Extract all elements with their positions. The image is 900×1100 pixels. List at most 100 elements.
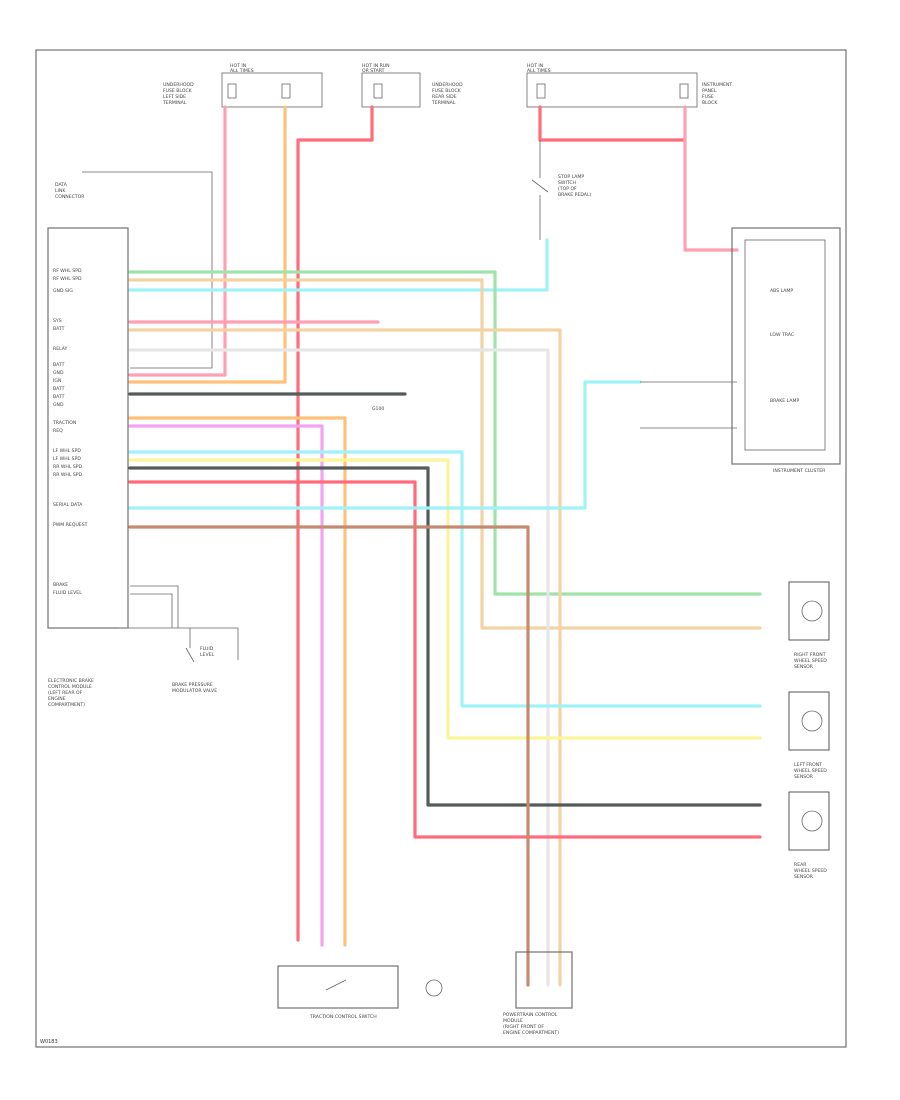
wire-rf-sig-a	[128, 270, 762, 596]
fuse-box-mid: HOT IN RUN OR START UNDERHOOD FUSE BLOCK…	[361, 63, 463, 108]
ebcm-pin-6: RELAY	[53, 346, 68, 352]
fuse-right-label-2: PANEL	[702, 88, 717, 94]
fluid-level-switch: FLUID LEVEL BRAKE PRESSURE MODULATOR VAL…	[118, 627, 239, 694]
ebcm-pin-16: LF WHL SPD	[53, 456, 81, 462]
instrument-cluster: ABS LAMP LOW TRAC BRAKE LAMP INSTRUMENT …	[731, 227, 841, 474]
rf-sensor-label-2: WHEEL SPEED	[794, 658, 827, 664]
ebcm-label-4: ENGINE	[48, 696, 66, 702]
ebcm-pin-5: BATT	[53, 326, 65, 332]
ebcm-pin-20: PWM REQUEST	[53, 522, 88, 528]
ebcm-pin-11: BATT	[53, 394, 65, 400]
ebcm-pin-14: REQ	[53, 428, 63, 434]
ground-label: G100	[372, 406, 384, 412]
ebcm-label-1: ELECTRONIC BRAKE	[48, 678, 94, 684]
ebcm-pin-21: BRAKE	[53, 582, 68, 588]
cluster-lamp-2: LOW TRAC	[770, 332, 794, 338]
pcm-label-3: (RIGHT FRONT OF	[503, 1024, 544, 1030]
ebcm-pin-22: FLUID LEVEL	[53, 590, 82, 596]
lf-wheel-speed-sensor: LEFT FRONT WHEEL SPEED SENSOR	[788, 691, 830, 780]
ebcm-pin-8: GND	[53, 370, 64, 376]
ebcm-pin-labels: RF WHL SPD RF WHL SPD GND SIG SYS BATT R…	[52, 268, 88, 596]
brake-switch-label-3: (TOP OF	[558, 186, 577, 192]
brake-pressure-label-1: BRAKE PRESSURE	[172, 682, 213, 688]
wire-relay	[128, 328, 562, 987]
wire-rr-a	[128, 466, 762, 807]
diagram-frame	[35, 49, 847, 1048]
data-link-label-2: LINK	[55, 188, 66, 194]
ebcm-pin-4: SYS	[53, 318, 62, 324]
cluster-lamp-1: ABS LAMP	[770, 288, 793, 294]
fuse-mid-label-4: TERMINAL	[431, 100, 456, 106]
powertrain-control-module: POWERTRAIN CONTROL MODULE (RIGHT FRONT O…	[503, 951, 573, 1036]
ebcm-pin-18: RR WHL SPD	[53, 472, 83, 478]
fuse-right-sub: ALL TIMES	[527, 68, 551, 74]
fuse-right-label-4: BLOCK	[702, 100, 718, 106]
rf-wheel-speed-sensor: RIGHT FRONT WHEEL SPEED SENSOR	[788, 581, 830, 670]
lf-sensor-label-2: WHEEL SPEED	[794, 768, 827, 774]
brake-switch: STOP LAMP SWITCH (TOP OF BRAKE PEDAL)	[531, 140, 592, 240]
ebcm-pin-3: GND SIG	[53, 288, 73, 294]
ebcm-label-5: COMPARTMENT)	[48, 702, 85, 708]
fuse-right-label-3: FUSE	[702, 94, 714, 100]
wire-rr-b	[128, 480, 762, 839]
wire-brake-fluid	[130, 585, 179, 628]
ebcm-pin-1: RF WHL SPD	[53, 268, 82, 274]
pcm-label-2: MODULE	[503, 1018, 523, 1024]
fuse-mid-label-2: FUSE BLOCK	[432, 88, 462, 94]
wire-fuse-left-a	[128, 105, 227, 377]
fuse-left-label-1: UNDERHOOD	[163, 82, 194, 88]
cluster-lamp-3: BRAKE LAMP	[770, 398, 799, 404]
rear-sensor-label-3: SENSOR	[794, 874, 814, 880]
wire-fuse-left-b	[128, 105, 287, 384]
brake-switch-label-1: STOP LAMP	[558, 174, 584, 180]
ebcm-pin-19: SERIAL DATA	[53, 502, 83, 508]
fuse-left-label-2: FUSE BLOCK	[163, 88, 193, 94]
fuse-mid-sub: OR START	[362, 68, 385, 74]
brake-switch-label-2: SWITCH	[558, 180, 576, 186]
wire-fuse-right-b	[683, 105, 739, 252]
wire-data-top	[82, 171, 213, 369]
wire-ign	[128, 348, 550, 987]
fluid-switch-label-2: LEVEL	[200, 652, 215, 658]
wire-fuse-right	[538, 105, 687, 142]
fuse-left-header: HOT IN	[230, 63, 246, 69]
ebcm-module	[47, 227, 129, 629]
fuse-left-label-3: LEFT SIDE	[163, 94, 186, 100]
fuse-left-sub: ALL TIMES	[230, 68, 254, 74]
wire-rf-sig-b	[128, 278, 762, 630]
ebcm-pin-2: RF WHL SPD	[53, 276, 82, 282]
wire-brake-switch	[128, 238, 549, 292]
fuse-mid-label-1: UNDERHOOD	[432, 82, 463, 88]
ebcm-pin-12: GND	[53, 402, 64, 408]
fluid-switch-label-1: FLUID	[200, 646, 214, 652]
fuse-mid-header: HOT IN RUN	[362, 63, 390, 69]
lf-sensor-label-3: SENSOR	[794, 774, 814, 780]
wire-serial	[128, 380, 642, 510]
ebcm-label-3: (LEFT REAR OF	[48, 690, 83, 696]
fuse-right-header: HOT IN	[527, 63, 543, 69]
traction-switch-label: TRACTION CONTROL SWITCH	[309, 1014, 377, 1020]
fuse-box-left: HOT IN ALL TIMES UNDERHOOD FUSE BLOCK LE…	[162, 63, 323, 108]
data-link-label-1: DATA	[55, 182, 68, 188]
ebcm-pin-17: RR WHL SPD	[53, 464, 83, 470]
pcm-label-1: POWERTRAIN CONTROL	[503, 1012, 558, 1018]
rear-sensor-label-2: WHEEL SPEED	[794, 868, 827, 874]
fuse-box-right: HOT IN ALL TIMES INSTRUMENT PANEL FUSE B…	[526, 63, 732, 108]
rear-wheel-speed-sensor: REAR WHEEL SPEED SENSOR	[788, 791, 830, 880]
ebcm-label-2: CONTROL MODULE	[48, 684, 92, 690]
rf-sensor-label-3: SENSOR	[794, 664, 814, 670]
traction-control-switch: TRACTION CONTROL SWITCH	[277, 965, 443, 1020]
wire-lf-a	[128, 450, 762, 708]
fuse-mid-label-3: REAR SIDE	[432, 94, 457, 100]
rf-sensor-label-1: RIGHT FRONT	[794, 652, 826, 658]
fuse-left-label-4: TERMINAL	[162, 100, 187, 106]
ebcm-pin-15: LF WHL SPD	[53, 448, 81, 454]
brake-switch-label-4: BRAKE PEDAL)	[558, 192, 592, 198]
wire-fuse-mid	[296, 105, 374, 942]
data-link-label-3: CONNECTOR	[55, 194, 85, 200]
instrument-cluster-label: INSTRUMENT CLUSTER	[773, 468, 826, 474]
ebcm-pin-13: TRACTION	[52, 420, 76, 426]
lf-sensor-label-1: LEFT FRONT	[794, 762, 822, 768]
wire-traction-req	[128, 424, 324, 947]
